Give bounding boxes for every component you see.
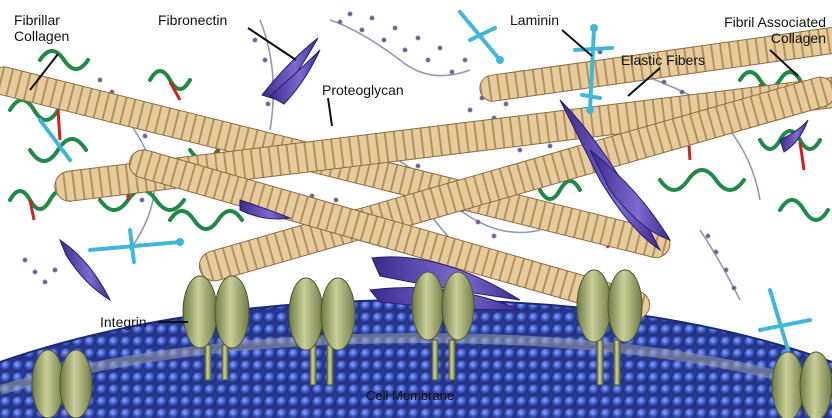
- label-integrin: Integrin: [100, 314, 147, 330]
- label-laminin: Laminin: [510, 12, 559, 28]
- label-fibril-associated-line1: Fibril Associated: [724, 14, 826, 30]
- label-fibril-associated-collagen: Fibril Associated Collagen: [724, 14, 826, 46]
- label-fibrillar-collagen-line2: Collagen: [14, 28, 69, 44]
- label-fibrillar-collagen-line1: Fibrillar: [14, 12, 69, 28]
- label-proteoglycan: Proteoglycan: [322, 82, 404, 98]
- label-elastic-fibers: Elastic Fibers: [621, 52, 705, 68]
- label-fibrillar-collagen: Fibrillar Collagen: [14, 12, 69, 44]
- label-fibril-associated-line2: Collagen: [724, 30, 826, 46]
- label-fibronectin: Fibronectin: [158, 12, 227, 28]
- label-cell-membrane: Cell Membrane: [366, 388, 454, 404]
